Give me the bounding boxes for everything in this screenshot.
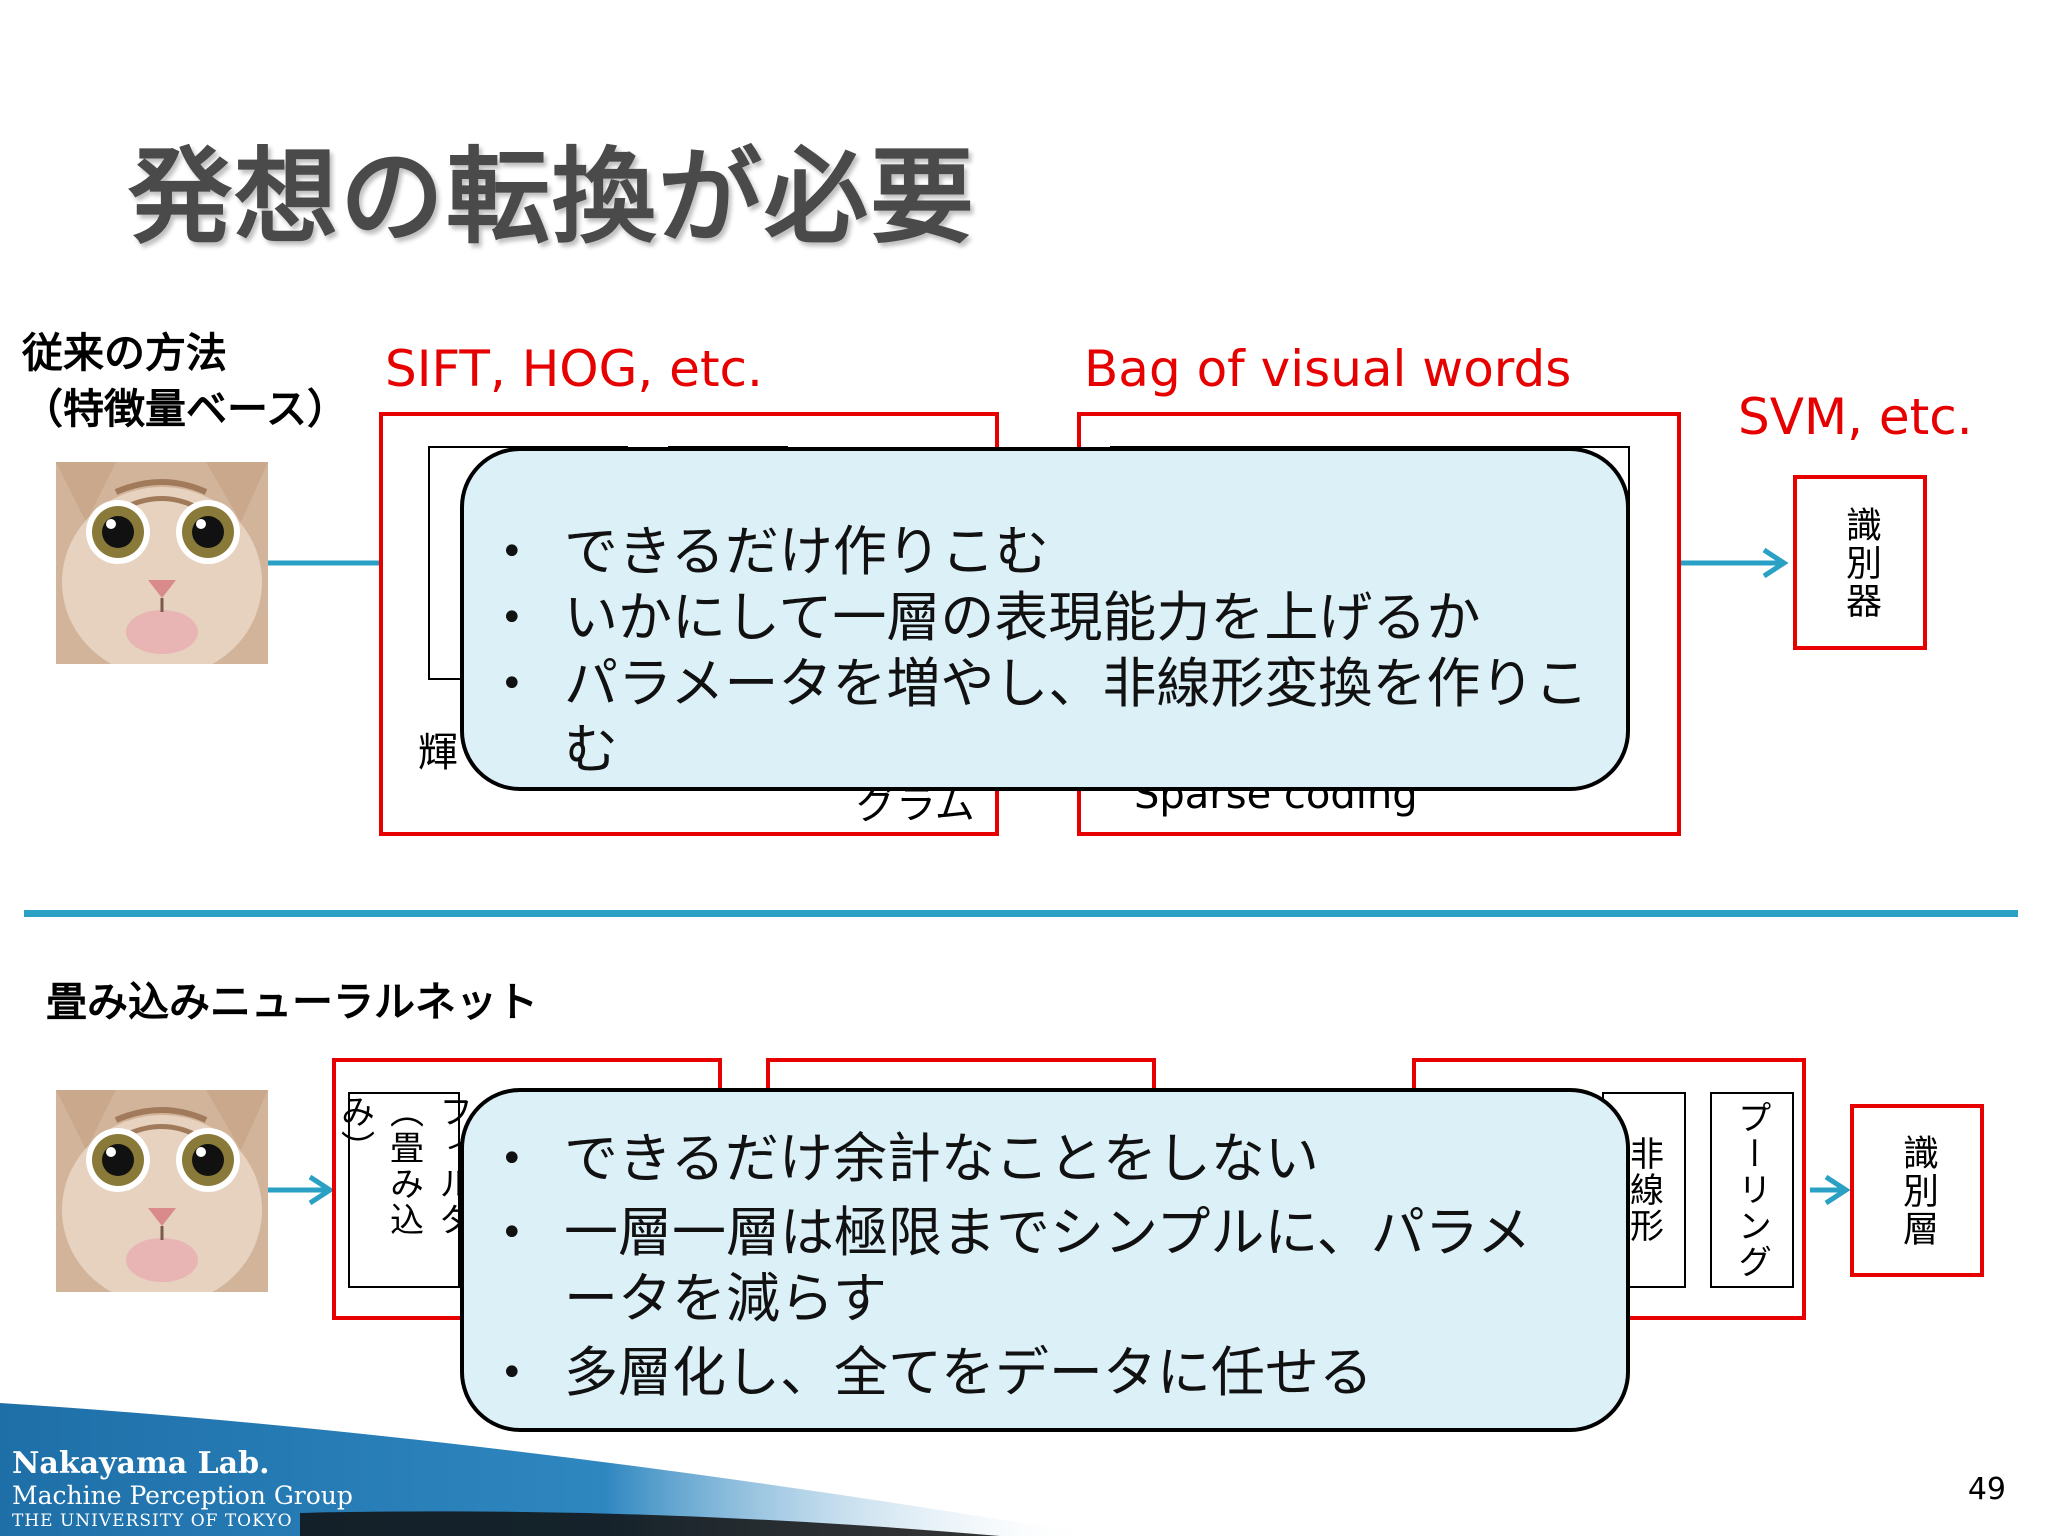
bullet-dot-icon: •	[500, 1136, 524, 1182]
slide-title: 発想の転換が必要	[128, 136, 977, 258]
bullet-dot-icon: •	[500, 1210, 524, 1256]
top-callout: •できるだけ作りこむ •いかにして一層の表現能力を上げるか •パラメータを増やし…	[460, 447, 1630, 791]
page-number: 49	[1967, 1472, 2006, 1507]
bullet-dot-icon: •	[500, 661, 524, 707]
bottom-callout-bullet-3: •多層化し、全てをデータに任せる	[500, 1341, 1373, 1404]
top-section-label: 従来の方法 （特徴量ベース）	[22, 325, 348, 437]
top-section-label-line2: （特徴量ベース）	[22, 385, 348, 433]
filter-convolution-box: フィルタ（畳み込み）	[335, 1092, 473, 1288]
top-section-label-line1: 従来の方法	[22, 329, 227, 377]
partial-text-brightness: 輝	[418, 730, 458, 776]
bottom-callout-bullet-2: •一層一層は極限までシンプルに、パラメータを減らす	[500, 1201, 1532, 1330]
top-callout-bullet-2: •いかにして一層の表現能力を上げるか	[500, 586, 1481, 649]
footer-lab-logo: Nakayama Lab. Machine Perception Group T…	[12, 1446, 353, 1532]
bullet-dot-icon: •	[500, 1350, 524, 1396]
footer-lab-name: Nakayama Lab.	[12, 1446, 270, 1481]
svm-label: SVM, etc.	[1738, 388, 1973, 446]
footer-group-name: Machine Perception Group	[12, 1481, 353, 1510]
bullet-dot-icon: •	[500, 595, 524, 641]
classifier-box-bottom: 識別層	[1850, 1104, 1984, 1277]
top-callout-bullet-3: •パラメータを増やし、非線形変換を作りこむ	[500, 652, 1589, 781]
bottom-section-label: 畳み込みニューラルネット	[46, 978, 538, 1026]
classifier-box-top: 識別器	[1793, 475, 1927, 650]
bottom-callout: •できるだけ余計なことをしない •一層一層は極限までシンプルに、パラメータを減ら…	[460, 1088, 1630, 1432]
footer-university: THE UNIVERSITY OF TOKYO	[12, 1511, 293, 1531]
top-callout-bullet-1: •できるだけ作りこむ	[500, 520, 1049, 583]
bullet-dot-icon: •	[500, 529, 524, 575]
bottom-callout-bullet-1: •できるだけ余計なことをしない	[500, 1127, 1319, 1190]
bovw-label: Bag of visual words	[1084, 340, 1572, 398]
cat-photo-icon	[56, 462, 268, 664]
cat-photo-icon	[56, 1090, 268, 1292]
sift-hog-label: SIFT, HOG, etc.	[385, 340, 763, 398]
section-divider	[24, 910, 2018, 917]
footer-swoosh	[0, 1403, 1100, 1536]
pooling-box: プーリング	[1710, 1092, 1794, 1288]
